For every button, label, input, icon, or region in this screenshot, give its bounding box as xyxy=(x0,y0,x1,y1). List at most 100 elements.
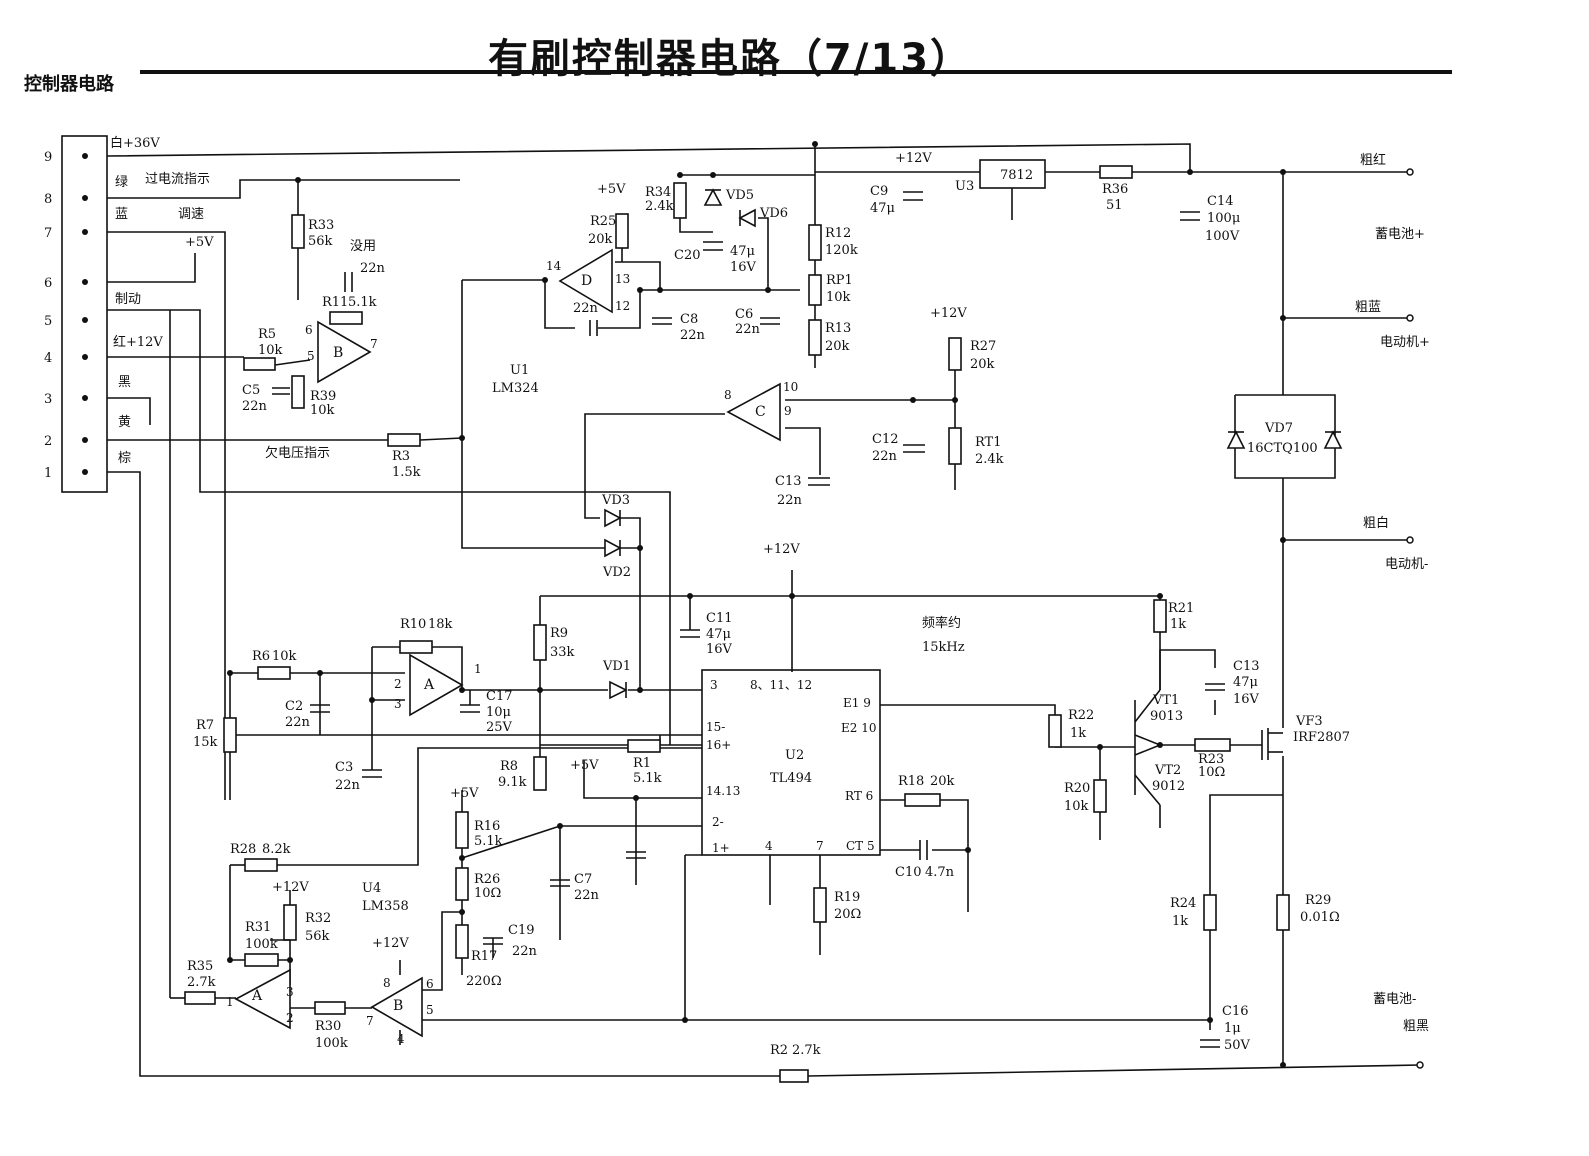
resistor-R23 xyxy=(1194,738,1231,752)
u4-pin2: 2 xyxy=(286,1011,294,1025)
resistor-R34 xyxy=(673,182,687,219)
R13-ref: R13 xyxy=(825,321,851,336)
R18-value: 20k xyxy=(930,774,955,789)
connector-pin-5: 5 xyxy=(44,314,52,329)
C3-value: 22n xyxy=(335,778,361,793)
u4-pin4: 4 xyxy=(397,1032,405,1046)
connector-terminal-2 xyxy=(82,437,88,443)
R29-value: 0.01Ω xyxy=(1300,910,1340,925)
resistor-R1 xyxy=(627,739,661,753)
R19-ref: R19 xyxy=(834,890,860,905)
resistor-R7 xyxy=(223,717,237,753)
C16-value: 1μ xyxy=(1224,1021,1241,1036)
resistor-R17 xyxy=(455,924,469,959)
freq-label: 频率约 xyxy=(922,615,961,631)
resistor-R24 xyxy=(1203,894,1217,931)
tl-pin-rt: RT 6 xyxy=(845,789,873,803)
diode-VD7a xyxy=(1226,430,1246,449)
supply-12v-top: +12V xyxy=(895,151,932,166)
resistor-R36 xyxy=(1099,165,1133,179)
R21-value: 1k xyxy=(1170,617,1186,632)
C19-value: 22n xyxy=(512,944,538,959)
opamp-A-LM324 xyxy=(409,653,464,717)
VD2-label: VD2 xyxy=(602,565,631,580)
C13b-ref: C13 xyxy=(1233,659,1260,674)
R1-ref: R1 xyxy=(633,756,651,771)
C9-ref: C9 xyxy=(870,184,888,199)
resistor-R5 xyxy=(243,357,276,371)
resistor-R30 xyxy=(314,1001,346,1015)
resistor-R26 xyxy=(455,867,469,901)
C14-ref: C14 xyxy=(1207,194,1234,209)
tl-pin7: 7 xyxy=(816,839,824,853)
C6-value: 22n xyxy=(735,322,761,337)
R6-ref: R6 xyxy=(252,649,270,664)
u4-pin1: 1 xyxy=(226,995,234,1009)
wire-label-5: 制动 xyxy=(115,292,141,307)
R10-value: 18k xyxy=(428,617,453,632)
labels: R33 56k 没用 22n R11 5.1k R5 10k C5 22n R3… xyxy=(187,151,1430,1058)
C13a-value: 22n xyxy=(777,493,803,508)
diode-VD2 xyxy=(604,538,622,558)
resistor-R16 xyxy=(455,811,469,849)
wire-label-7: 蓝 xyxy=(115,207,128,222)
opamp-A4-label: A xyxy=(251,988,263,1004)
opamp-B-label: B xyxy=(333,345,343,361)
page-title: 有刷控制器电路（7/13） xyxy=(487,36,973,82)
pinA1-label: 1 xyxy=(474,662,482,676)
connector-pin-2: 2 xyxy=(44,434,52,449)
ic-TL494 xyxy=(701,669,881,856)
C11-value: 47μ xyxy=(706,627,731,642)
overcurrent-label: 过电流指示 xyxy=(145,172,210,187)
wire-label-1: 棕 xyxy=(118,451,131,466)
R35-ref: R35 xyxy=(187,959,213,974)
C20-volt: 16V xyxy=(730,260,757,275)
R17-value: 220Ω xyxy=(466,974,502,989)
resistor-R3 xyxy=(387,433,421,447)
resistor-R28 xyxy=(244,858,278,872)
pin8-label: 8 xyxy=(724,388,732,402)
battery-pos-label: 蓄电池+ xyxy=(1375,227,1425,242)
speed-label: 调速 xyxy=(178,207,204,222)
R22-value: 1k xyxy=(1070,726,1086,741)
R27-ref: R27 xyxy=(970,339,996,354)
C20-value: 47μ xyxy=(730,244,755,259)
junctions xyxy=(227,141,1286,1068)
VD7-ref: VD7 xyxy=(1264,421,1293,436)
C17-volt: 25V xyxy=(486,720,513,735)
pin6-label: 6 xyxy=(305,323,313,337)
tl-pin15: 15- xyxy=(706,720,725,734)
R12-value: 120k xyxy=(825,243,858,258)
resistor-R19 xyxy=(813,887,827,923)
VD1-label: VD1 xyxy=(602,659,631,674)
diode-VD6 xyxy=(738,208,756,228)
resistor-R6 xyxy=(257,666,291,680)
output-blue-label: 粗蓝 xyxy=(1355,300,1381,315)
C17-ref: C17 xyxy=(486,689,513,704)
C12-value: 22n xyxy=(872,449,898,464)
opamp-D-LM324 xyxy=(558,248,613,314)
resistor-R25 xyxy=(615,213,629,249)
opamp-A-LM358 xyxy=(234,968,291,1030)
VT2-part: 9012 xyxy=(1152,779,1185,794)
C5-ref: C5 xyxy=(242,383,260,398)
tl-pin16: 16+ xyxy=(706,738,731,752)
R39-ref: R39 xyxy=(310,389,336,404)
R5-ref: R5 xyxy=(258,327,276,342)
undervoltage-label: 欠电压指示 xyxy=(265,445,330,461)
R34-value: 2.4k xyxy=(645,199,674,214)
C14-volt: 100V xyxy=(1205,229,1240,244)
battery-neg-label: 蓄电池- xyxy=(1373,992,1416,1007)
R28-value: 8.2k xyxy=(262,842,291,857)
R16-supply: +5V xyxy=(450,786,479,801)
u4-pin8: 8 xyxy=(383,976,391,990)
resistor-R18 xyxy=(904,793,941,807)
U3-ref: U3 xyxy=(955,179,974,194)
pin7-label: 7 xyxy=(370,337,378,351)
tl-pin3: 3 xyxy=(710,678,718,692)
resistor-R32 xyxy=(283,904,297,941)
U4-supply-b: +12V xyxy=(372,936,409,951)
resistor-R39 xyxy=(291,375,305,409)
VT1-part: 9013 xyxy=(1150,709,1183,724)
R25-ref: R25 xyxy=(590,214,616,229)
